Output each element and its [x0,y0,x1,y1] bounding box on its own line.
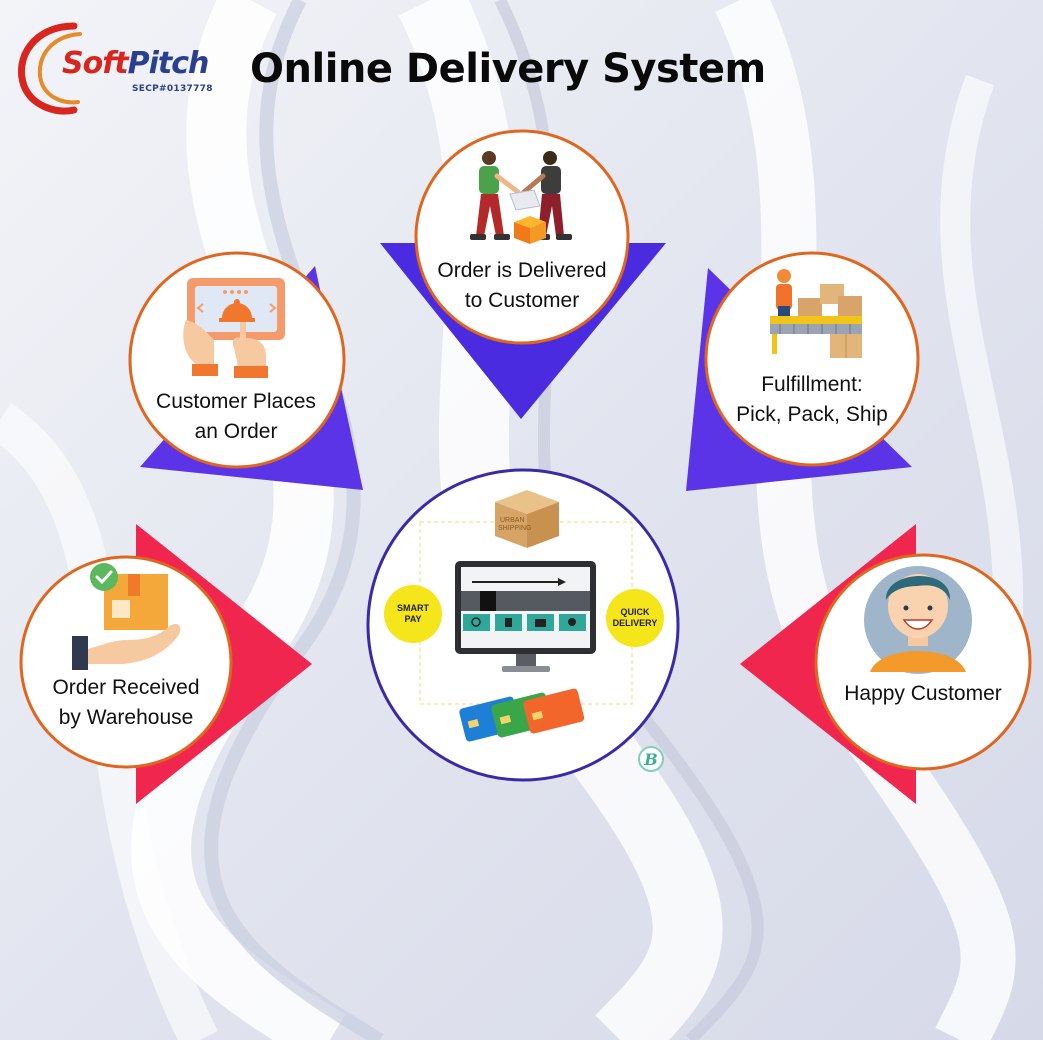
shipping-box-icon: URBAN SHIPPING [495,490,559,548]
quick-delivery-line2: DELIVERY [613,618,658,628]
page-title: Online Delivery System [250,46,766,92]
smart-pay-line1: SMART [397,603,429,613]
circle-fulfillment [704,251,920,467]
online-shop-illustration: URBAN SHIPPING SMART PAY [384,490,664,772]
watermark-letter: B [643,750,658,769]
search-icon [471,617,481,627]
box-label-line2: SHIPPING [498,525,531,532]
logo-wordmark: SoftPitch [62,46,209,81]
smart-pay-line2: PAY [404,614,421,624]
credit-cards-icon [459,688,585,742]
hand-package-icon [72,563,181,670]
label-fulfillment: Fulfillment: Pick, Pack, Ship [736,373,888,426]
logo-swoosh-icon [17,22,82,115]
quick-delivery-badge: QUICK DELIVERY [606,589,664,647]
quick-delivery-line1: QUICK [621,607,651,617]
box-label-line1: URBAN [500,517,525,524]
smart-pay-badge: SMART PAY [384,585,442,643]
monitor-icon [455,561,596,672]
smiling-person-icon [864,566,972,674]
softpitch-logo: SoftPitch SECP#0137778 [14,18,214,118]
document-icon [505,618,512,627]
tablet-order-icon [183,278,285,378]
label-happy-customer: Happy Customer [844,682,1002,705]
watermark-badge: B [638,746,664,772]
briefcase-icon [535,619,546,627]
handover-icon [470,151,572,244]
conveyor-icon [770,269,862,358]
logo-registration: SECP#0137778 [132,84,213,94]
hand-icon [568,618,576,626]
label-order-delivered: Order is Delivered to Customer [437,259,607,312]
label-customer-places: Customer Places an Order [156,390,316,443]
label-order-received: Order Received by Warehouse [52,676,200,729]
